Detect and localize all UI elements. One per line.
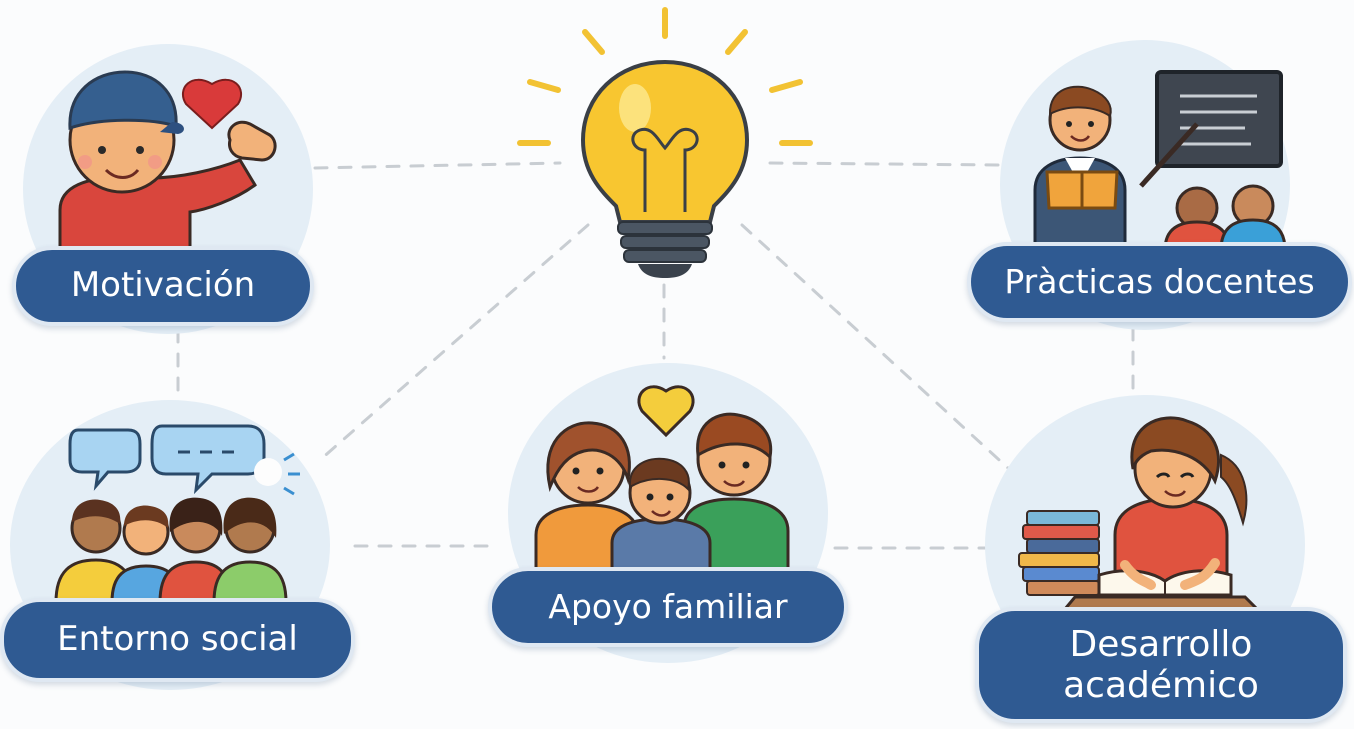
connector-bulb-desarrollo: [740, 223, 1010, 470]
center-lightbulb: [500, 0, 830, 294]
connector-motivacion-bulb: [313, 161, 562, 170]
family-icon: [534, 385, 790, 575]
node-label: Motivación: [12, 246, 314, 326]
node-apoyo: Apoyo familiar: [488, 355, 848, 663]
student-reading-icon: [1018, 416, 1261, 611]
node-entorno: Entorno social: [0, 390, 360, 690]
node-label: Entorno social: [0, 598, 355, 682]
node-motivacion: Motivación: [0, 0, 340, 334]
social-group-icon: [54, 424, 300, 604]
teacher-classroom-icon: [1033, 70, 1287, 252]
node-label: Apoyo familiar: [488, 567, 848, 647]
lightbulb-icon: [517, 7, 813, 278]
motivated-boy-icon: [58, 70, 277, 252]
connector-bulb-practicas: [768, 161, 1002, 167]
node-label: Desarrollo académico: [975, 607, 1347, 723]
node-practicas: Pràcticas docentes: [965, 0, 1354, 330]
node-label: Pràcticas docentes: [967, 242, 1352, 322]
connector-bulb-entorno: [318, 223, 590, 462]
node-desarrollo: Desarrollo académico: [975, 385, 1354, 729]
